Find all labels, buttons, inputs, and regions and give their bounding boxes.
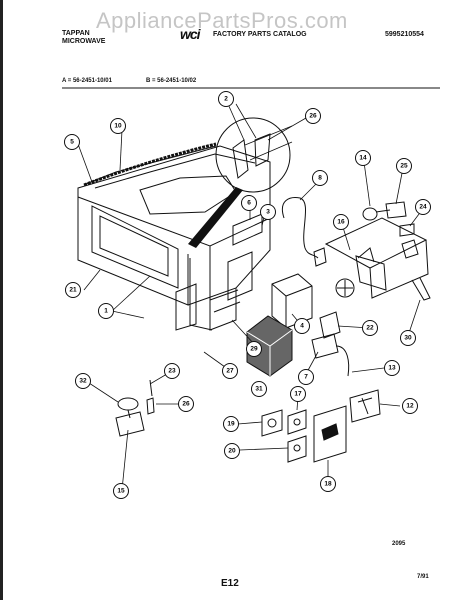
transformer-4: [271, 273, 313, 329]
callout-8: 8: [312, 170, 328, 186]
callout-3: 3: [260, 204, 276, 220]
svg-text:16: 16: [337, 219, 345, 226]
callout-31: 31: [251, 381, 267, 397]
drawing-code: 2095: [392, 541, 406, 547]
callout-6: 6: [241, 195, 257, 211]
power-cord-8: [282, 197, 327, 267]
leader-lines: [77, 103, 423, 491]
svg-text:12: 12: [406, 403, 414, 410]
callout-13: 13: [384, 360, 400, 376]
callout-21: 21: [65, 282, 81, 298]
svg-text:23: 23: [168, 368, 176, 375]
callout-23: 23: [164, 363, 180, 379]
brand-line-1: TAPPAN: [62, 30, 90, 37]
svg-text:4: 4: [300, 323, 304, 330]
callout-29: 29: [246, 341, 262, 357]
callout-5: 5: [64, 134, 80, 150]
catalog-title: FACTORY PARTS CATALOG: [213, 31, 307, 38]
svg-text:17: 17: [294, 391, 302, 398]
svg-text:30: 30: [404, 335, 412, 342]
svg-text:5: 5: [70, 139, 74, 146]
callout-18: 18: [320, 476, 336, 492]
callout-10: 10: [110, 118, 126, 134]
callout-16: 16: [333, 214, 349, 230]
svg-text:2: 2: [224, 96, 228, 103]
model-a: A = 56-2451-10/01: [62, 78, 112, 84]
callout-4: 4: [294, 318, 310, 334]
svg-text:13: 13: [388, 365, 396, 372]
svg-text:10: 10: [114, 123, 122, 130]
revision-date: 7/91: [417, 574, 429, 580]
watermark: AppliancePartsPros.com: [96, 8, 348, 33]
fan-motor-assembly-16: [324, 217, 431, 301]
svg-text:29: 29: [250, 346, 258, 353]
brand-label: TAPPAN MICROWAVE: [62, 30, 105, 46]
brand-line-2: MICROWAVE: [62, 38, 106, 45]
fuse-holder-assembly: [115, 379, 155, 437]
cabinet-assembly: [77, 145, 271, 331]
svg-text:21: 21: [69, 287, 77, 294]
callout-25: 25: [396, 158, 412, 174]
svg-text:18: 18: [324, 481, 332, 488]
callout-1: 1: [98, 303, 114, 319]
callout-26-bottom: 26: [178, 396, 194, 412]
model-b: B = 56-2451-10/02: [146, 78, 197, 84]
wci-logo: wci: [180, 26, 201, 42]
svg-text:15: 15: [117, 488, 125, 495]
scan-edge: [0, 0, 3, 600]
callout-22: 22: [362, 320, 378, 336]
callout-30: 30: [400, 330, 416, 346]
svg-text:27: 27: [226, 368, 234, 375]
switch-parts-7-22-13: [311, 311, 350, 377]
callout-14: 14: [355, 150, 371, 166]
lamp-and-socket-14-25: [362, 201, 415, 237]
svg-text:25: 25: [400, 163, 408, 170]
callout-labels: 2 26 10 5 14 25 8 6 3 24 16 21 1 22 4 30…: [64, 91, 431, 499]
page-code: E12: [221, 578, 239, 589]
callout-17: 17: [290, 386, 306, 402]
svg-text:24: 24: [419, 204, 427, 211]
callout-24: 24: [415, 199, 431, 215]
control-board-parts: [261, 389, 381, 463]
svg-text:7: 7: [304, 374, 308, 381]
callout-26-top: 26: [305, 108, 321, 124]
svg-text:32: 32: [79, 378, 87, 385]
svg-text:26: 26: [309, 113, 317, 120]
door-seal-10: [83, 142, 217, 187]
svg-text:8: 8: [318, 175, 322, 182]
catalog-number: 5995210554: [385, 31, 424, 38]
svg-text:14: 14: [359, 155, 367, 162]
svg-text:3: 3: [266, 209, 270, 216]
detail-callout-circle: [188, 117, 293, 248]
svg-text:22: 22: [366, 325, 374, 332]
callout-27: 27: [222, 363, 238, 379]
callout-32: 32: [75, 373, 91, 389]
callout-7: 7: [298, 369, 314, 385]
callout-19: 19: [223, 416, 239, 432]
callout-15: 15: [113, 483, 129, 499]
svg-text:1: 1: [104, 308, 108, 315]
svg-text:20: 20: [228, 448, 236, 455]
callout-20: 20: [224, 443, 240, 459]
callout-2: 2: [218, 91, 234, 107]
svg-text:6: 6: [247, 200, 251, 207]
svg-text:26: 26: [182, 401, 190, 408]
svg-text:31: 31: [255, 386, 263, 393]
magnetron-31: [246, 315, 293, 377]
svg-text:19: 19: [227, 421, 235, 428]
callout-12: 12: [402, 398, 418, 414]
